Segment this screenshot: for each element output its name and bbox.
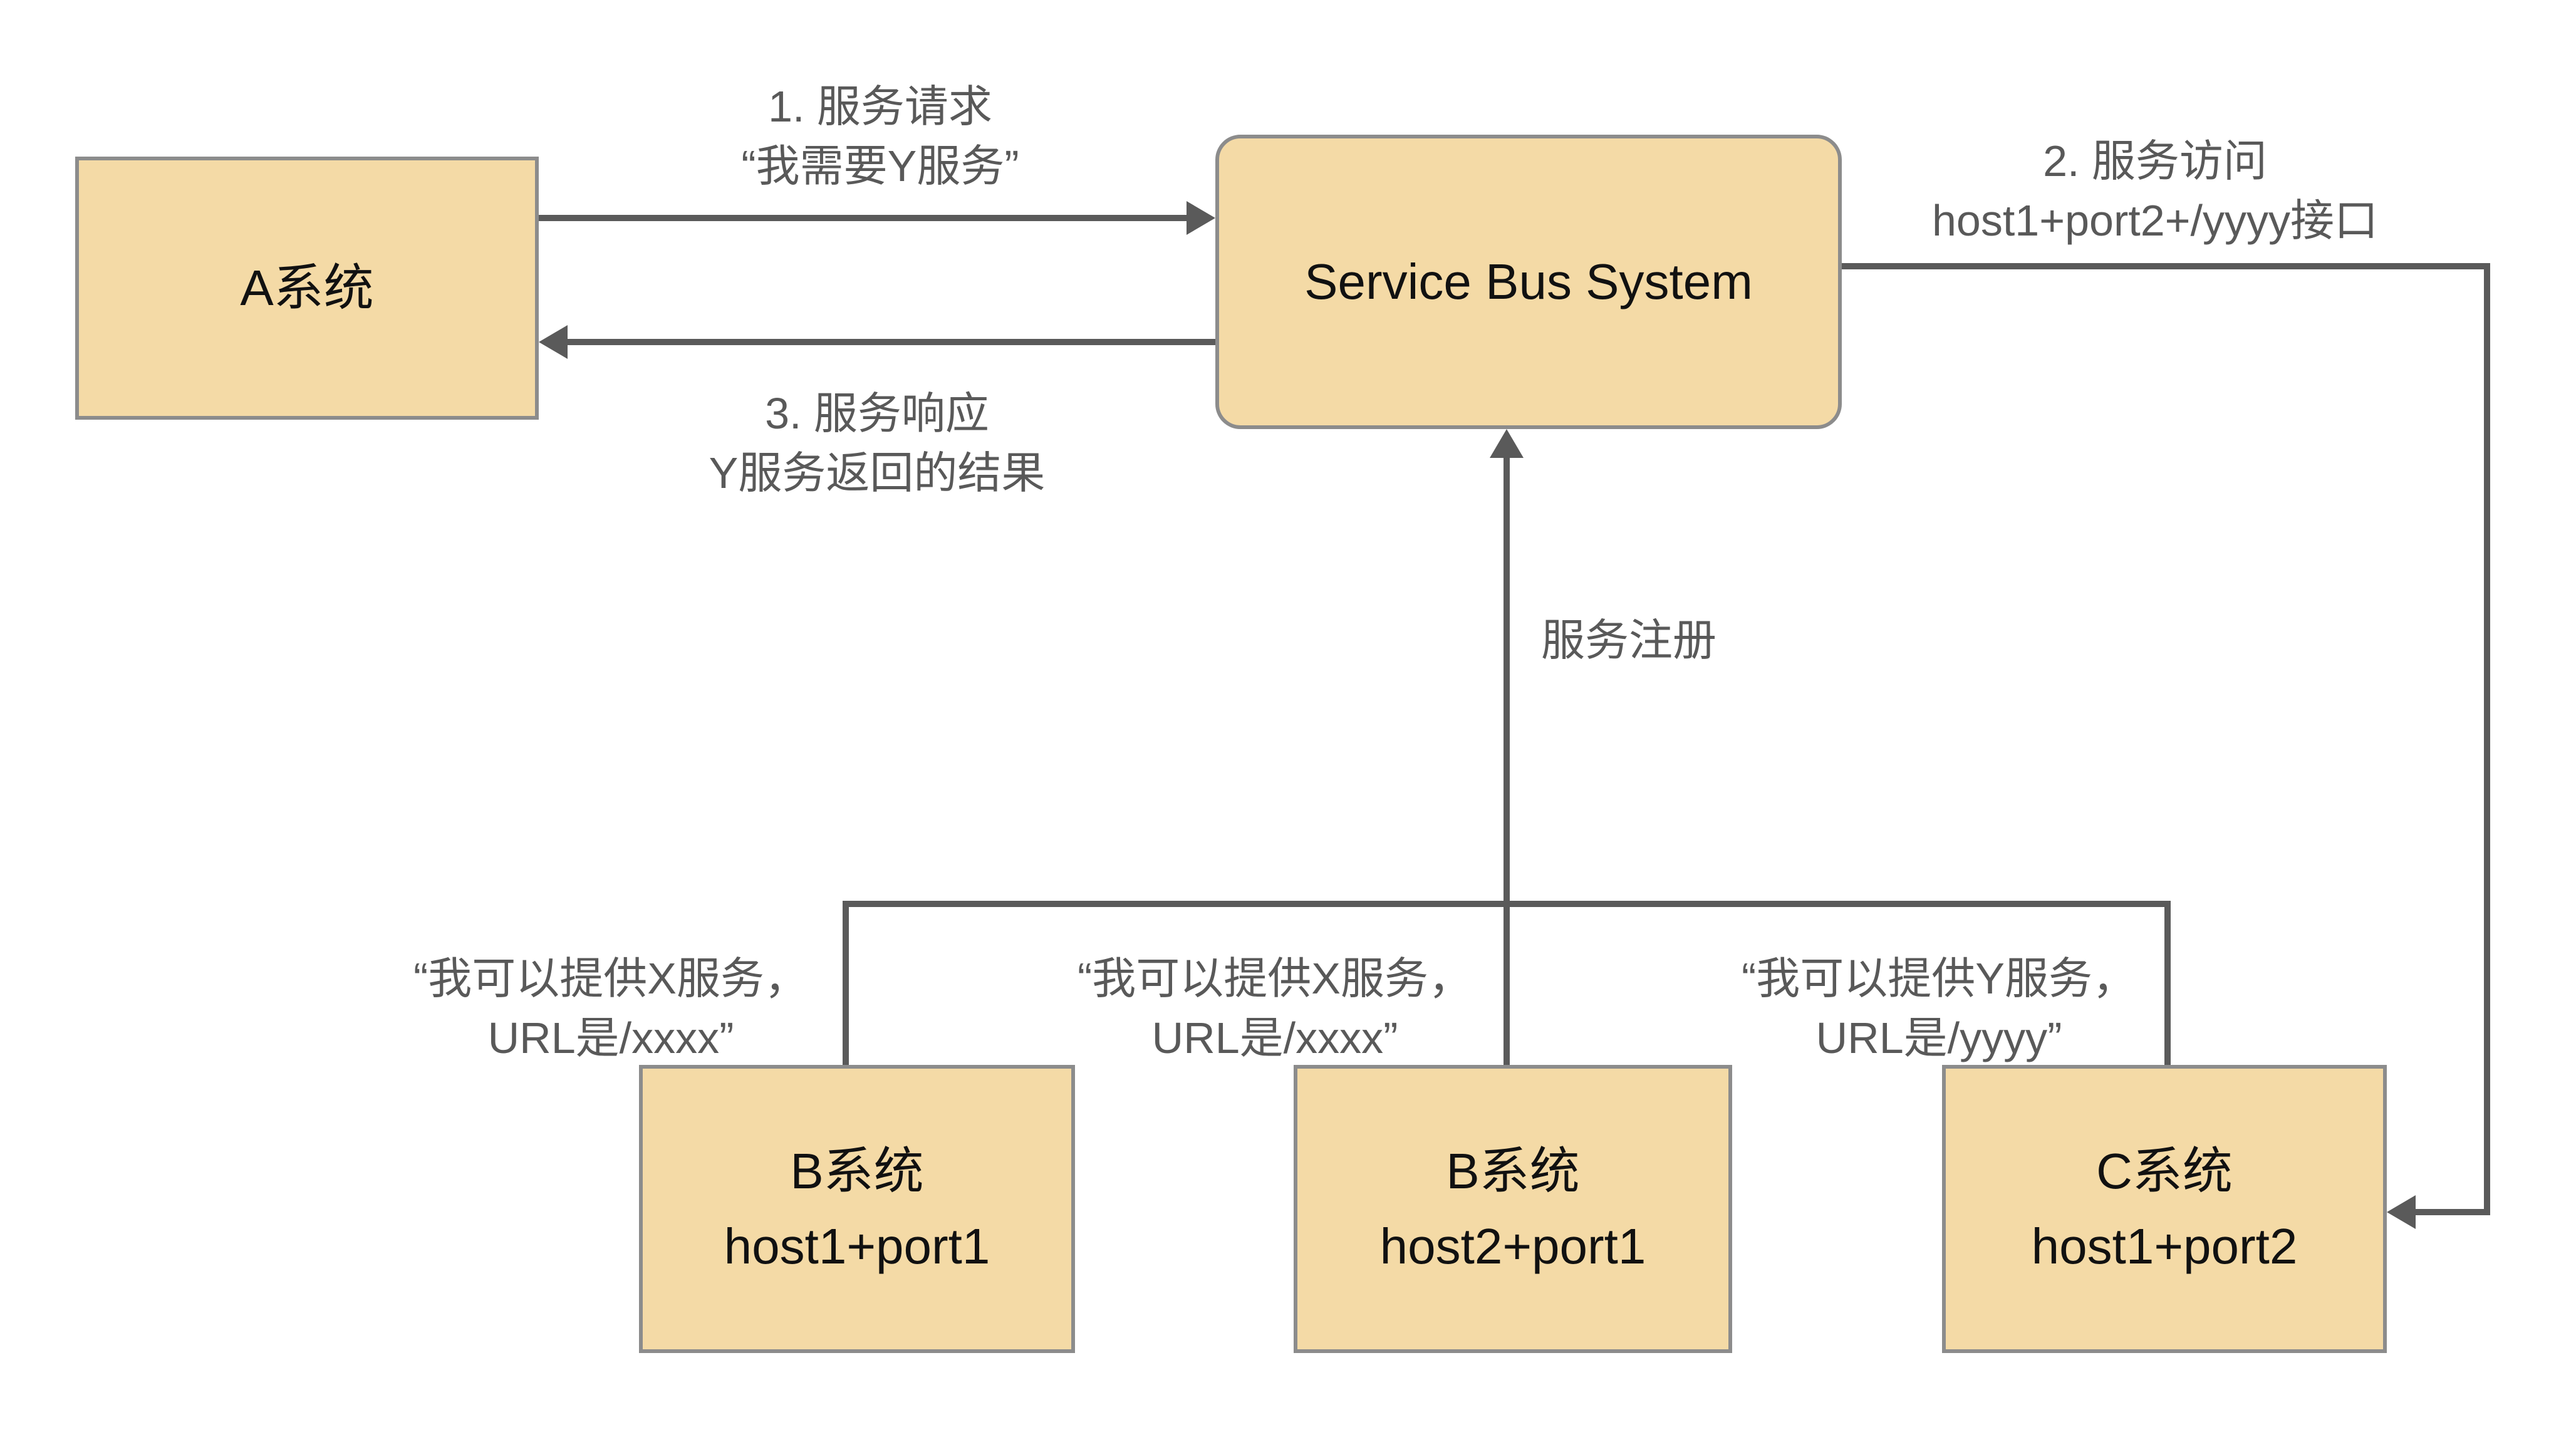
label-service-response-line1: 3. 服务响应 [765, 389, 989, 438]
label-service-response-line2: Y服务返回的结果 [709, 449, 1046, 497]
label-offer-c-line1: “我可以提供Y服务， [1742, 954, 2136, 1003]
arrowhead-left-icon [2387, 1195, 2416, 1229]
label-service-access: 2. 服务访问 host1+port2+/yyyy接口 [1810, 132, 2500, 251]
box-c-system: C系统 host1+port2 [1942, 1065, 2387, 1353]
label-service-access-line2: host1+port2+/yyyy接口 [1932, 196, 2378, 245]
arrowhead-left-icon [539, 325, 568, 359]
box-service-bus-label: Service Bus System [1304, 254, 1753, 309]
label-service-register: 服务注册 [1541, 611, 1716, 670]
arrowhead-right-icon [1187, 201, 1215, 235]
box-b-system-1-address: host1+port1 [724, 1218, 990, 1274]
box-a-system: A系统 [75, 157, 539, 420]
path-service-access-right-segment [2484, 263, 2490, 1215]
label-service-request: 1. 服务请求 “我需要Y服务” [598, 77, 1162, 196]
box-c-system-address: host1+port2 [2031, 1218, 2298, 1274]
label-service-access-line1: 2. 服务访问 [2043, 137, 2267, 185]
box-a-system-label: A系统 [240, 260, 374, 316]
label-offer-b1-line2: URL是/xxxx” [487, 1014, 734, 1062]
label-offer-b1-line1: “我可以提供X服务， [413, 954, 808, 1003]
box-b-system-1: B系统 host1+port1 [639, 1065, 1075, 1353]
arrow-service-response-shaft [568, 339, 1215, 345]
box-b-system-2-address: host2+port1 [1379, 1218, 1646, 1274]
arrow-service-request-shaft [539, 215, 1187, 221]
label-service-request-line2: “我需要Y服务” [741, 142, 1019, 190]
label-offer-b1: “我可以提供X服务， URL是/xxxx” [392, 949, 830, 1068]
stub-b-system-2 [1504, 901, 1510, 1065]
arrow-service-register-shaft [1504, 456, 1510, 904]
box-b-system-1-name: B系统 [790, 1143, 924, 1199]
label-service-register-text: 服务注册 [1541, 616, 1716, 665]
label-offer-b2-line1: “我可以提供X服务， [1078, 954, 1472, 1003]
label-offer-b2-line2: URL是/xxxx” [1151, 1014, 1398, 1062]
box-service-bus: Service Bus System [1215, 135, 1842, 429]
arrowhead-up-icon [1490, 429, 1524, 458]
label-service-request-line1: 1. 服务请求 [768, 82, 992, 131]
label-service-response: 3. 服务响应 Y服务返回的结果 [595, 384, 1159, 503]
stub-c-system [2164, 901, 2171, 1065]
path-service-access-entry-shaft [2416, 1209, 2490, 1215]
box-b-system-2-name: B系统 [1446, 1143, 1580, 1199]
box-b-system-2: B系统 host2+port1 [1294, 1065, 1732, 1353]
label-offer-c: “我可以提供Y服务， URL是/yyyy” [1720, 949, 2158, 1068]
box-c-system-name: C系统 [2096, 1143, 2233, 1199]
label-offer-b2: “我可以提供X服务， URL是/xxxx” [1056, 949, 1494, 1068]
label-offer-c-line2: URL是/yyyy” [1815, 1014, 2062, 1062]
path-service-access-top-segment [1842, 263, 2490, 269]
stub-b-system-1 [843, 901, 849, 1065]
